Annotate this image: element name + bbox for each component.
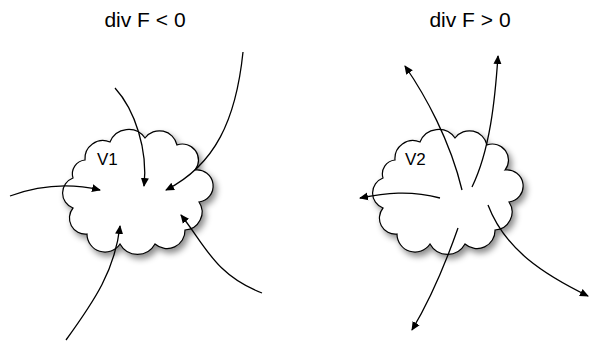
cloud-outline (375, 130, 515, 252)
inflow-line (166, 52, 243, 190)
outflow-line (405, 66, 462, 190)
volume-label: V2 (405, 150, 426, 170)
cloud-outline (65, 130, 205, 252)
cloud-region: V1 (65, 130, 205, 252)
inflow-line (10, 186, 100, 196)
outflow-line (488, 205, 588, 296)
inflow-line (181, 215, 262, 293)
outflow-line (472, 56, 498, 187)
volume-label: V1 (97, 150, 118, 170)
divergence-heading: div F > 0 (429, 8, 510, 32)
inflow-line (115, 88, 145, 186)
cloud-region: V2 (375, 130, 515, 252)
outflow-line (412, 228, 458, 330)
outflow-line (360, 193, 440, 198)
inflow-line (66, 226, 120, 340)
divergence-heading: div F < 0 (104, 8, 185, 32)
